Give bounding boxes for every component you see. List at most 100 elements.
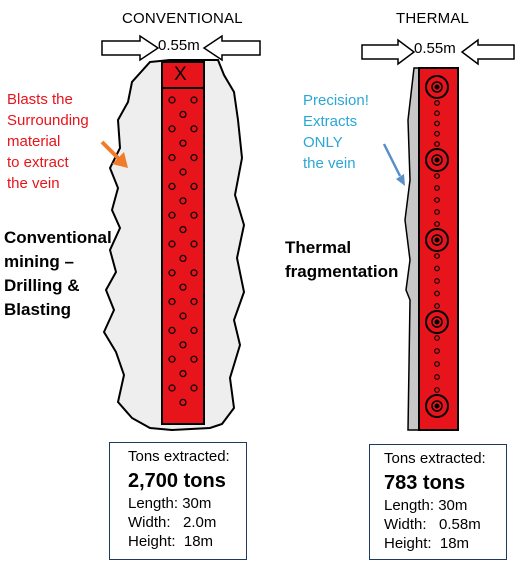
- conventional-stats-box: Tons extracted: 2,700 tons Length: 30m W…: [109, 442, 247, 560]
- drill-hole-icon: [168, 298, 176, 306]
- thermal-vein: [418, 67, 459, 431]
- drill-hole-icon: [179, 197, 187, 205]
- drill-hole-icon: [168, 355, 176, 363]
- thermal-bore-icon: [434, 157, 440, 163]
- conventional-method-line: mining –: [4, 252, 74, 271]
- drill-hole-icon: [190, 240, 198, 248]
- thermal-length: Length: 30m: [384, 497, 468, 514]
- thermal-small-hole-icon: [434, 197, 440, 203]
- thermal-small-hole-icon: [434, 185, 440, 191]
- thermal-width-arrow-left-icon: [361, 38, 416, 66]
- thermal-small-hole-icon: [434, 100, 440, 106]
- drill-hole-icon: [168, 384, 176, 392]
- thermal-bore-icon: [431, 316, 443, 328]
- drill-hole-icon: [190, 269, 198, 277]
- conventional-pointer-arrow-icon: [100, 140, 122, 162]
- thermal-small-hole-icon: [434, 265, 440, 272]
- conventional-note-line: Blasts the: [7, 91, 73, 108]
- thermal-small-hole-icon: [434, 361, 440, 367]
- drill-hole-icon: [179, 283, 187, 291]
- thermal-width: Width: 0.58m: [384, 516, 481, 533]
- drill-hole-icon: [168, 182, 176, 190]
- thermal-pointer-arrow-icon: [382, 143, 402, 177]
- thermal-small-hole-icon: [434, 141, 440, 147]
- conventional-note-line: the vein: [7, 175, 60, 192]
- drill-hole-icon: [179, 226, 187, 234]
- conventional-vein-marker: X: [174, 64, 187, 85]
- thermal-small-hole-icon: [434, 110, 440, 117]
- drill-hole-icon: [179, 398, 187, 406]
- conventional-width: Width: 2.0m: [128, 514, 217, 531]
- thermal-bore-icon: [425, 310, 449, 334]
- conventional-height: Height: 18m: [128, 533, 214, 550]
- thermal-bore-icon: [431, 154, 443, 166]
- drill-hole-icon: [190, 355, 198, 363]
- thermal-bore-icon: [431, 234, 443, 246]
- drill-hole-icon: [168, 269, 176, 277]
- thermal-small-hole-icon: [434, 374, 440, 380]
- conventional-note-line: material: [7, 133, 61, 150]
- conventional-pointer-arrowhead-icon: [112, 152, 128, 168]
- thermal-small-hole-icon: [434, 130, 440, 137]
- drill-hole-icon: [168, 96, 176, 104]
- thermal-pointer-arrowhead-icon: [396, 174, 405, 186]
- drill-hole-icon: [190, 298, 198, 306]
- drill-hole-icon: [168, 240, 176, 248]
- thermal-bore-icon: [434, 237, 440, 243]
- drill-hole-icon: [190, 96, 198, 104]
- drill-hole-icon: [168, 125, 176, 133]
- thermal-bore-icon: [434, 403, 440, 409]
- thermal-bore-icon: [431, 81, 443, 93]
- drill-hole-icon: [179, 110, 187, 119]
- thermal-small-hole-icon: [434, 335, 440, 341]
- thermal-small-hole-icon: [434, 387, 440, 393]
- thermal-method: Thermal fragmentation: [285, 236, 398, 284]
- conventional-method-line: Blasting: [4, 300, 72, 319]
- conventional-stats-heading: Tons extracted:: [128, 448, 230, 465]
- drill-hole-icon: [179, 370, 187, 378]
- drill-hole-icon: [190, 125, 198, 133]
- drill-hole-icon: [168, 211, 176, 219]
- thermal-note-line: ONLY: [303, 134, 343, 151]
- drill-hole-icon: [179, 341, 187, 349]
- thermal-stats-heading: Tons extracted:: [384, 450, 486, 467]
- thermal-bore-icon: [425, 228, 449, 252]
- conventional-width-label: 0.55m: [158, 37, 200, 54]
- conventional-vein: [161, 61, 205, 425]
- thermal-small-hole-icon: [434, 120, 440, 127]
- drill-hole-icon: [190, 154, 198, 162]
- thermal-height: Height: 18m: [384, 535, 470, 552]
- thermal-bore-icon: [431, 400, 443, 412]
- thermal-tons: 783 tons: [384, 472, 466, 494]
- thermal-note: Precision! Extracts ONLY the vein: [303, 90, 369, 174]
- conventional-title: CONVENTIONAL: [122, 10, 243, 27]
- drill-hole-icon: [179, 312, 187, 320]
- thermal-holes: [425, 75, 449, 418]
- conventional-length: Length: 30m: [128, 495, 212, 512]
- thermal-method-line: Thermal: [285, 238, 352, 257]
- conventional-drill-holes: [168, 96, 198, 406]
- thermal-small-hole-icon: [434, 253, 440, 259]
- drill-hole-icon: [179, 139, 187, 147]
- drill-hole-icon: [190, 182, 198, 190]
- thermal-bore-icon: [425, 148, 449, 172]
- thermal-note-line: Extracts: [303, 113, 358, 130]
- thermal-small-hole-icon: [434, 221, 440, 227]
- drill-hole-icon: [168, 154, 176, 162]
- thermal-small-hole-icon: [434, 278, 440, 284]
- conventional-note: Blasts the Surrounding material to extra…: [7, 89, 89, 194]
- thermal-small-hole-icon: [434, 348, 440, 354]
- drill-hole-icon: [179, 168, 187, 176]
- thermal-width-arrow-right-icon: [460, 38, 515, 66]
- thermal-stats-box: Tons extracted: 783 tons Length: 30m Wid…: [369, 444, 507, 560]
- conventional-width-arrow-left-icon: [101, 34, 160, 62]
- thermal-small-hole-icon: [434, 303, 440, 309]
- thermal-bore-icon: [425, 394, 449, 418]
- conventional-method-line: Drilling &: [4, 276, 80, 295]
- thermal-small-hole-icon: [434, 290, 440, 297]
- thermal-bore-icon: [434, 319, 440, 325]
- conventional-note-line: to extract: [7, 154, 69, 171]
- thermal-note-line: the vein: [303, 155, 356, 172]
- thermal-rock-sliver: [404, 67, 421, 431]
